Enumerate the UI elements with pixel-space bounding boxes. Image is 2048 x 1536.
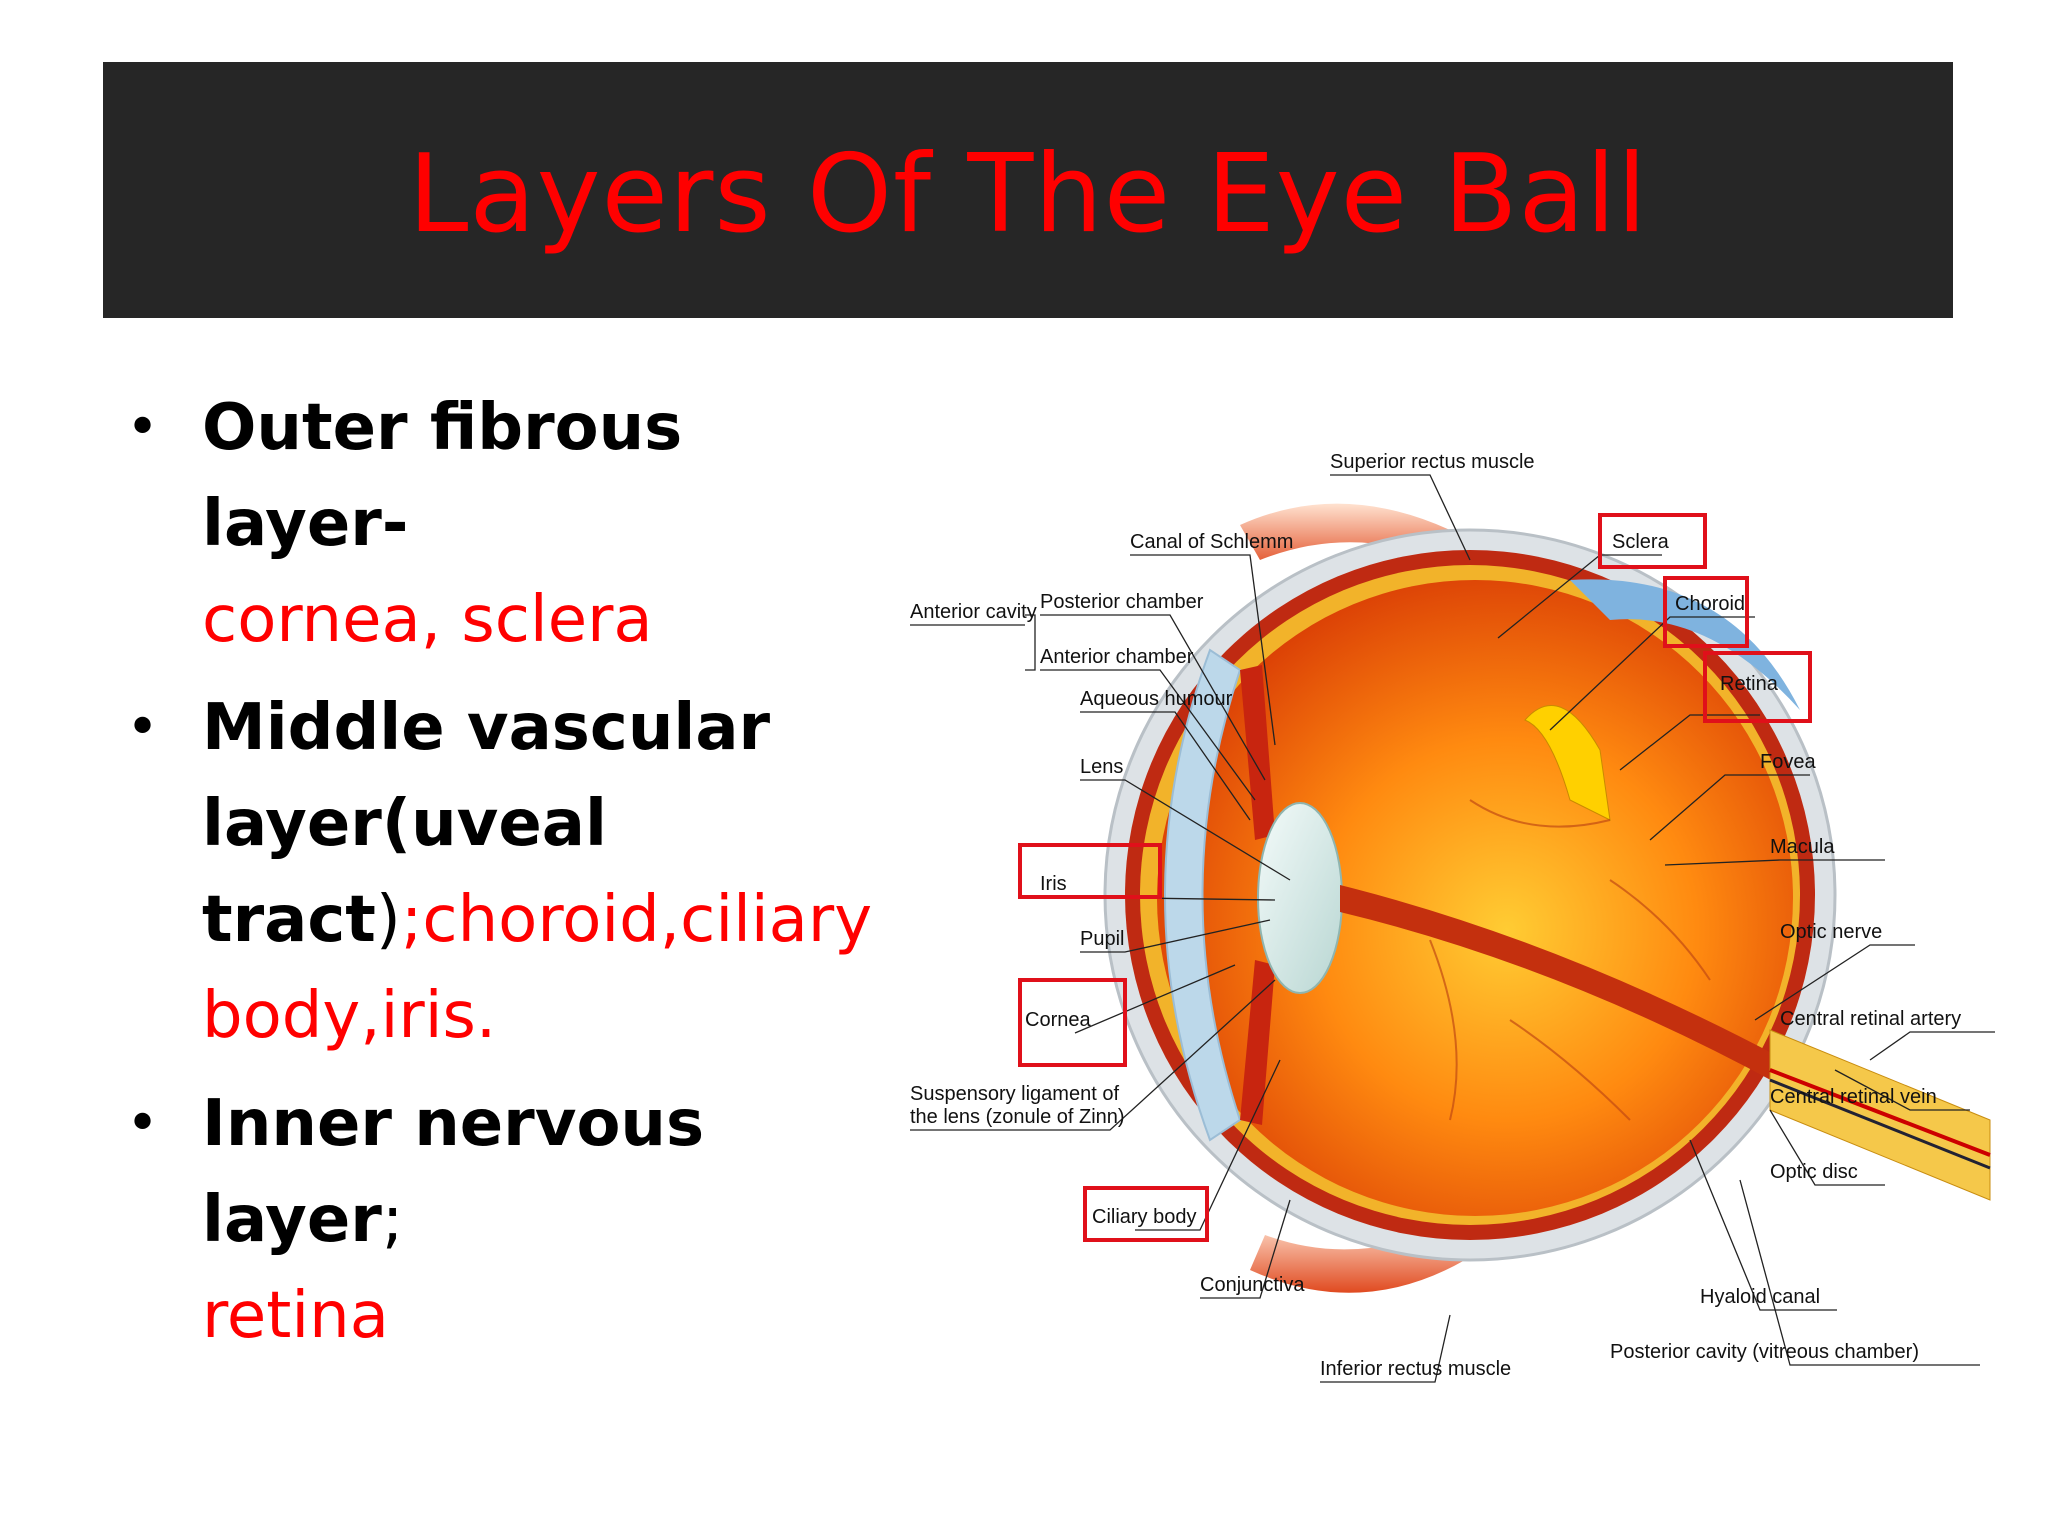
label-optic-nerve: Optic nerve	[1780, 921, 1882, 943]
label-retina: Retina	[1720, 673, 1779, 695]
label-anterior-cavity: Anterior cavity	[910, 601, 1037, 623]
lens-shape	[1257, 802, 1343, 994]
bullet-dot-icon: •	[126, 695, 160, 760]
label-iris: Iris	[1040, 873, 1067, 895]
highlight-boxes	[1018, 513, 1812, 1242]
label-inferior-rectus: Inferior rectus muscle	[1320, 1358, 1511, 1380]
bullet-red-text: ;choroid,ciliary body,iris.	[202, 883, 873, 1053]
highlight-box-sclera	[1598, 513, 1707, 569]
label-suspensory-line2: the lens (zonule of Zinn)	[910, 1106, 1125, 1128]
label-canal-schlemm: Canal of Schlemm	[1130, 531, 1293, 553]
bullet-red-text: cornea, sclera	[202, 583, 653, 657]
bullet-item-inner: • Inner nervous layer; retina	[118, 1076, 878, 1364]
label-sclera: Sclera	[1612, 531, 1670, 553]
bullet-item-outer: • Outer fibrous layer- cornea, sclera	[118, 380, 878, 668]
iris-upper-shape	[1240, 665, 1275, 840]
bullet-normal-text: ;	[381, 1183, 404, 1257]
label-hyaloid-canal: Hyaloid canal	[1700, 1286, 1820, 1308]
central-artery-line	[1769, 1068, 1991, 1157]
inferior-rectus-muscle	[1250, 1220, 1465, 1293]
vitreous-body-shape	[1157, 580, 1793, 1216]
label-aqueous-humour: Aqueous humour	[1080, 688, 1233, 710]
label-central-retinal-artery: Central retinal artery	[1780, 1008, 1961, 1030]
eyeball-illustration	[1103, 503, 1991, 1293]
title-bar: Layers Of The Eye Ball	[103, 62, 1953, 318]
label-ciliary-body: Ciliary body	[1092, 1206, 1196, 1228]
highlight-box-ciliary-body	[1083, 1186, 1209, 1242]
optic-nerve-shape	[1769, 1029, 1991, 1201]
bullet-normal-text: )	[375, 883, 401, 957]
label-pupil: Pupil	[1080, 928, 1124, 950]
slide-title: Layers Of The Eye Ball	[408, 131, 1648, 257]
label-anterior-chamber: Anterior chamber	[1040, 646, 1194, 668]
label-macula: Macula	[1770, 836, 1835, 858]
label-posterior-chamber: Posterior chamber	[1040, 591, 1204, 613]
label-conjunctiva: Conjunctiva	[1200, 1274, 1305, 1296]
iris-lower-shape	[1240, 960, 1275, 1125]
eye-diagram: Superior rectus muscle Canal of Schlemm …	[910, 451, 1995, 1383]
retinal-detachment-flap	[1524, 704, 1611, 821]
highlight-box-choroid	[1663, 576, 1749, 648]
bullet-dot-icon: •	[126, 1091, 160, 1156]
label-optic-disc: Optic disc	[1770, 1161, 1858, 1183]
retinal-vessels	[1429, 799, 1711, 1121]
hyaloid-band	[1340, 885, 1785, 1085]
highlight-box-retina	[1703, 651, 1812, 723]
leader-lines	[910, 474, 1995, 1383]
bullet-bold-text: Middle vascular layer(uveal tract	[202, 691, 771, 957]
blue-upper-sclera	[1570, 579, 1800, 710]
diagram-labels: Superior rectus muscle Canal of Schlemm …	[910, 451, 1961, 1380]
label-posterior-cavity: Posterior cavity (vitreous chamber)	[1610, 1341, 1919, 1363]
highlight-box-iris	[1018, 843, 1162, 899]
label-lens: Lens	[1080, 756, 1123, 778]
highlight-box-cornea	[1018, 978, 1127, 1067]
bullet-bold-text: Outer fibrous layer-	[202, 391, 683, 561]
label-central-retinal-vein: Central retinal vein	[1770, 1086, 1937, 1108]
label-choroid: Choroid	[1675, 593, 1745, 615]
superior-rectus-muscle	[1240, 503, 1465, 570]
bullet-bold-text: Inner nervous layer	[202, 1087, 705, 1257]
cornea-shape	[1164, 648, 1242, 1142]
label-cornea: Cornea	[1025, 1009, 1091, 1031]
label-suspensory-line1: Suspensory ligament of	[910, 1083, 1119, 1105]
bullet-item-middle: • Middle vascular layer(uveal tract);cho…	[118, 680, 878, 1064]
central-vein-line	[1769, 1078, 1991, 1170]
label-superior-rectus: Superior rectus muscle	[1330, 451, 1535, 473]
bullet-red-text: retina	[202, 1279, 389, 1353]
label-fovea: Fovea	[1760, 751, 1816, 773]
bullet-dot-icon: •	[126, 395, 160, 460]
bullet-list: • Outer fibrous layer- cornea, sclera • …	[118, 380, 878, 1376]
